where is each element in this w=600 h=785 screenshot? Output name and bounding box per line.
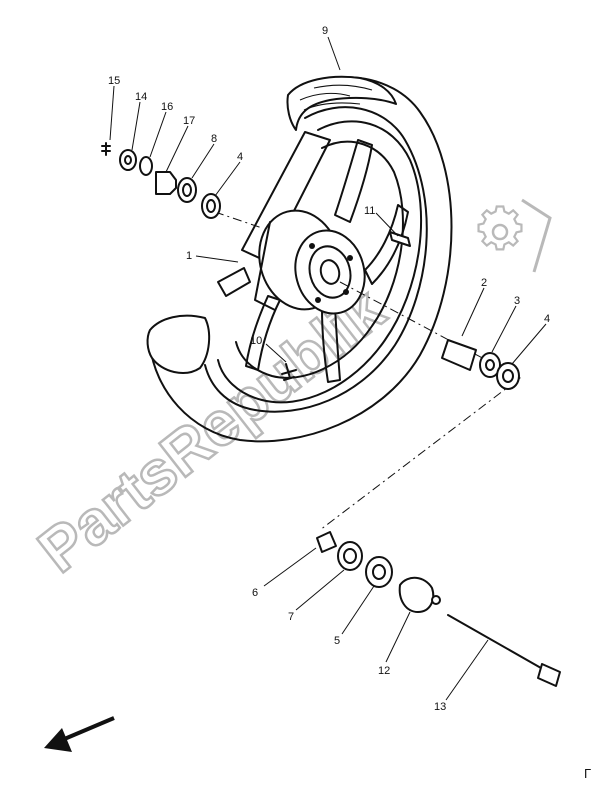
- callout-16: 16: [161, 101, 173, 113]
- arrow-down-left-icon: [44, 716, 115, 752]
- watermark-text: PartsRepublik: [26, 275, 397, 586]
- left-parts: [101, 142, 221, 219]
- tire-inner-edge: [204, 106, 428, 413]
- spoke-right: [364, 204, 409, 285]
- part-washer-16: [139, 156, 153, 176]
- callout-5: 5: [334, 635, 340, 647]
- hub-bolt: [315, 297, 321, 303]
- part-bearing-5: [365, 556, 393, 588]
- gear-icon: [477, 198, 552, 273]
- right-parts: [441, 339, 520, 390]
- spoke-upper-right: [334, 139, 373, 223]
- spoke-lower-right: [321, 304, 341, 383]
- tire: [149, 76, 453, 443]
- hub-bore: [319, 259, 341, 285]
- part-gear-17: [155, 171, 177, 195]
- valve-stem: [281, 363, 297, 381]
- callout-17: 17: [183, 115, 195, 127]
- part-nut-14: [119, 149, 137, 171]
- corner-mark: Γ: [584, 766, 591, 781]
- lower-parts: [316, 531, 561, 687]
- rim-inner: [235, 140, 404, 379]
- part-bearing-4b: [496, 362, 520, 390]
- callout-15: 15: [108, 75, 120, 87]
- axle-centerline: [214, 211, 521, 531]
- spoke-lower-left: [245, 295, 281, 371]
- part-bolt-15: [101, 142, 111, 156]
- hub-bolt: [343, 289, 349, 295]
- callout-6: 6: [252, 587, 258, 599]
- part-bearing-4a: [201, 193, 221, 219]
- part-axle-13: [447, 614, 549, 673]
- part-seal-3: [479, 352, 501, 378]
- hub-bore-ring: [308, 245, 352, 299]
- part-axle-head-13: [537, 663, 561, 687]
- rim-outer: [217, 120, 423, 404]
- callout-13: 13: [434, 701, 446, 713]
- part-gear-unit-12: [398, 576, 435, 613]
- callout-8: 8: [211, 133, 217, 145]
- part-seal-8: [177, 177, 197, 203]
- hub-bolt: [309, 243, 315, 249]
- hub-bolt: [347, 255, 353, 261]
- leader-lines: [109, 36, 547, 701]
- callout-2: 2: [481, 277, 487, 289]
- rim-lip: [217, 267, 251, 297]
- part-retainer-6: [316, 531, 337, 553]
- hub-side: [254, 221, 276, 311]
- part-seal-7: [337, 541, 363, 571]
- tire-cutaway-top: [286, 75, 397, 131]
- wheel-assembly: [146, 75, 453, 443]
- callout-labels: 9 15 14 16 17 8 4 11 1 2 3 4 10 6 7 5 12…: [108, 25, 550, 713]
- callout-1: 1: [186, 250, 192, 262]
- balance-clip: [389, 231, 411, 247]
- callout-4-right: 4: [544, 313, 550, 325]
- callout-14: 14: [135, 91, 147, 103]
- callout-7: 7: [288, 611, 294, 623]
- callout-10: 10: [250, 335, 262, 347]
- callout-12: 12: [378, 665, 390, 677]
- callout-4-left: 4: [237, 151, 243, 163]
- callout-9: 9: [322, 25, 328, 37]
- tread-lines: [299, 84, 373, 111]
- callout-11: 11: [364, 205, 375, 217]
- part-spacer-2: [441, 339, 477, 371]
- tire-cutaway-bottom: [146, 314, 211, 374]
- callout-3: 3: [514, 295, 520, 307]
